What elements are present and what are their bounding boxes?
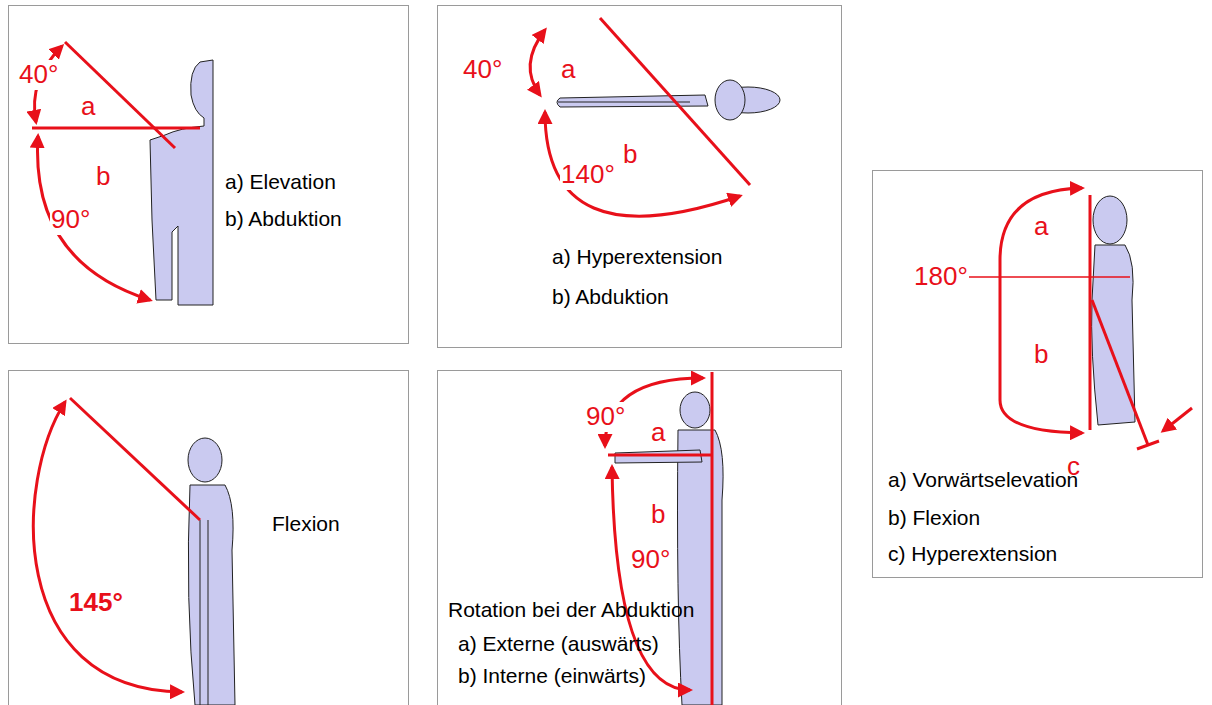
- figure-forward-elevation: [915, 188, 1192, 449]
- motion-caption: b) Interne (einwärts): [458, 664, 646, 688]
- motion-caption: a) Elevation: [225, 170, 336, 194]
- angle-label: a: [560, 55, 576, 85]
- angle-label: 40°: [18, 60, 59, 90]
- motion-caption: c) Hyperextension: [888, 542, 1057, 566]
- angle-label: a: [650, 418, 666, 448]
- forward-elevation-panel: a180°bca) Vorwärtselevationb) Flexionc) …: [872, 170, 1203, 578]
- angle-label: a: [1033, 212, 1049, 242]
- angle-label: b: [1033, 340, 1049, 370]
- angle-label: a: [80, 92, 96, 122]
- motion-caption: b) Abduktion: [552, 285, 669, 309]
- flexion-panel: 145° Flexion: [8, 370, 409, 705]
- angle-label: b: [95, 162, 111, 192]
- angle-label: 145°: [68, 588, 124, 618]
- angle-label: 90°: [50, 205, 91, 235]
- motion-caption: b) Flexion: [888, 506, 980, 530]
- figure-top-view: [530, 18, 780, 216]
- angle-label: b: [650, 500, 666, 530]
- motion-caption: Flexion: [272, 512, 340, 536]
- figure-flexion: [33, 398, 235, 705]
- angle-label: 90°: [585, 402, 626, 432]
- angle-label: 90°: [630, 545, 671, 575]
- top-view-panel: 40° a 140°b a) Hyperextension b) Abduktion: [437, 5, 842, 348]
- motion-caption: a) Hyperextension: [552, 245, 722, 269]
- angle-label: 180°: [913, 262, 969, 292]
- motion-caption: Rotation bei der Abduktion: [448, 598, 694, 622]
- motion-caption: a) Externe (auswärts): [458, 632, 659, 656]
- angle-label: b: [622, 140, 638, 170]
- abduction-panel: 40° a b90° a) Elevation b) Abduktion: [8, 5, 409, 344]
- motion-caption: b) Abduktion: [225, 207, 342, 231]
- angle-label: 140°: [560, 160, 616, 190]
- rotation-panel: 90° a b 90° Rotation bei der Abduktion a) Ext…: [437, 370, 842, 705]
- angle-label: 40°: [462, 55, 503, 85]
- motion-caption: a) Vorwärtselevation: [888, 468, 1078, 492]
